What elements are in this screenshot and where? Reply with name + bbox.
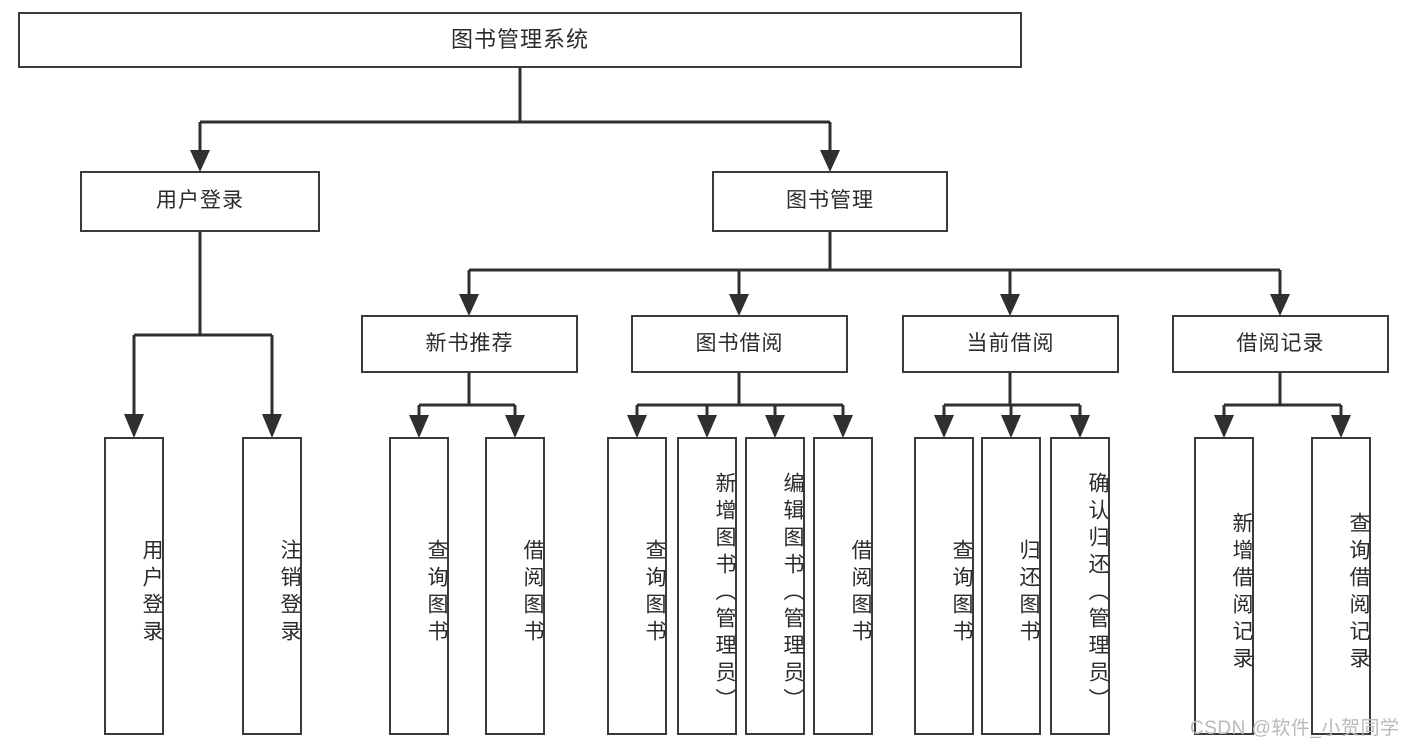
node-label: 图书管理系统 xyxy=(450,27,589,53)
node-label: 借阅图书 xyxy=(849,539,872,647)
leaf-borrow-book-recommendation[interactable]: 借阅图书 xyxy=(485,437,545,735)
leaf-query-book-recommendation[interactable]: 查询图书 xyxy=(389,437,449,735)
node-label: 查询图书 xyxy=(425,539,448,647)
node-label: 图书借阅 xyxy=(695,331,784,355)
node-label: 查询图书 xyxy=(950,539,973,647)
node-label: 借阅记录 xyxy=(1236,331,1325,355)
node-label: 查询借阅记录 xyxy=(1347,512,1370,674)
node-label: 注销登录 xyxy=(278,539,301,647)
node-label: 借阅图书 xyxy=(521,539,544,647)
node-label: 查询图书 xyxy=(643,539,666,647)
leaf-add-book-admin[interactable]: 新增图书（管理员） xyxy=(677,437,737,735)
node-book-borrowing[interactable]: 图书借阅 xyxy=(631,315,848,373)
leaf-add-borrow-record[interactable]: 新增借阅记录 xyxy=(1194,437,1254,735)
node-label: 新增借阅记录 xyxy=(1230,512,1253,674)
leaf-query-book-current[interactable]: 查询图书 xyxy=(914,437,974,735)
node-current-borrowing[interactable]: 当前借阅 xyxy=(902,315,1119,373)
leaf-user-logout[interactable]: 注销登录 xyxy=(242,437,302,735)
node-label: 当前借阅 xyxy=(966,331,1055,355)
leaf-query-borrow-record[interactable]: 查询借阅记录 xyxy=(1311,437,1371,735)
leaf-confirm-return-admin[interactable]: 确认归还（管理员） xyxy=(1050,437,1110,735)
leaf-borrow-book-borrowing[interactable]: 借阅图书 xyxy=(813,437,873,735)
leaf-query-book-borrowing[interactable]: 查询图书 xyxy=(607,437,667,735)
node-label: 用户登录 xyxy=(140,539,163,647)
node-borrowing-record[interactable]: 借阅记录 xyxy=(1172,315,1389,373)
node-label: 归还图书 xyxy=(1017,539,1040,647)
node-book-management[interactable]: 图书管理 xyxy=(712,171,948,232)
leaf-return-book[interactable]: 归还图书 xyxy=(981,437,1041,735)
node-label: 新书推荐 xyxy=(425,331,514,355)
node-label: 用户登录 xyxy=(156,189,244,213)
node-label: 确认归还（管理员） xyxy=(1086,471,1109,715)
node-label: 编辑图书（管理员） xyxy=(781,471,804,715)
csdn-watermark: CSDN @软件_小贺同学 xyxy=(1190,718,1400,739)
node-user-login[interactable]: 用户登录 xyxy=(80,171,320,232)
node-label: 新增图书（管理员） xyxy=(713,471,736,715)
node-root-book-management-system[interactable]: 图书管理系统 xyxy=(18,12,1022,68)
node-new-book-recommendation[interactable]: 新书推荐 xyxy=(361,315,578,373)
leaf-edit-book-admin[interactable]: 编辑图书（管理员） xyxy=(745,437,805,735)
node-label: 图书管理 xyxy=(786,189,874,213)
leaf-user-login[interactable]: 用户登录 xyxy=(104,437,164,735)
